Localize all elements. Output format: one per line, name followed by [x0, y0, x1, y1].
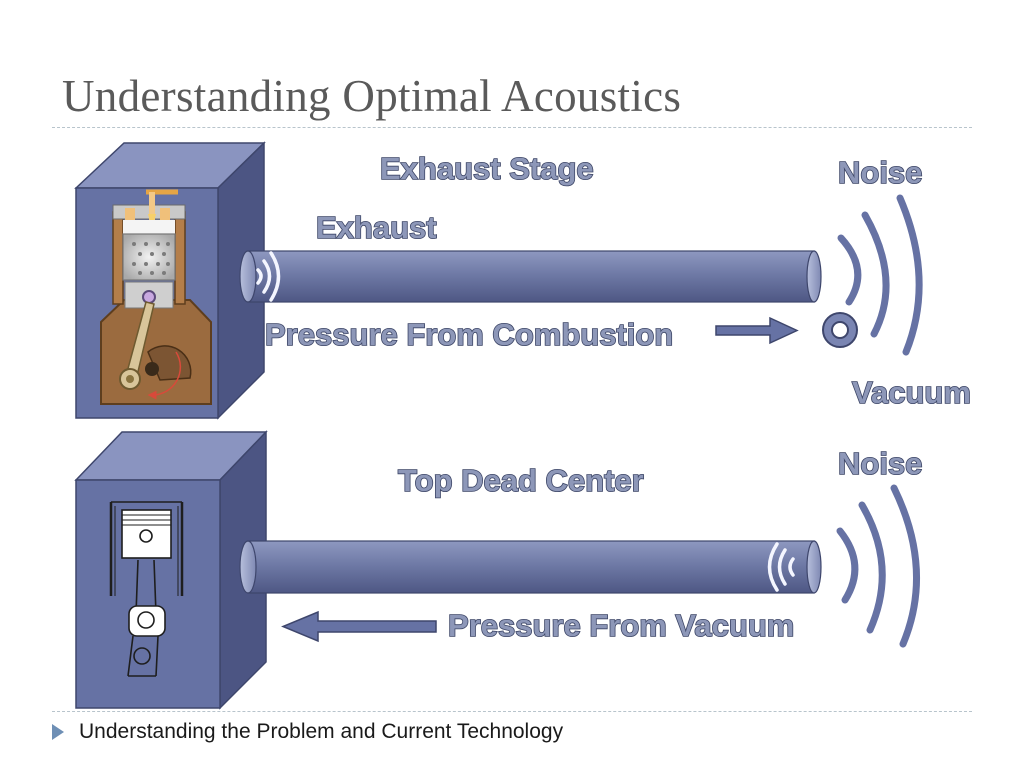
- vacuum-label: Vacuum: [852, 375, 971, 410]
- sound-wave-icon: [836, 484, 920, 648]
- exhaust-stage-label: Exhaust Stage: [380, 151, 594, 186]
- sound-wave-icon: [256, 251, 281, 302]
- bottom-engine-box: [74, 430, 268, 710]
- top-dead-center-label: Top Dead Center: [398, 463, 644, 498]
- vacuum-ring-icon: [822, 312, 858, 348]
- slide-title: Understanding Optimal Acoustics: [62, 71, 682, 121]
- bullet-text: Understanding the Problem and Current Te…: [79, 720, 564, 743]
- pressure-vacuum-label: Pressure From Vacuum: [448, 608, 794, 643]
- title-divider: [52, 127, 972, 128]
- noise-label-top: Noise: [838, 155, 922, 190]
- sound-wave-icon: [837, 194, 923, 356]
- sound-wave-icon: [767, 542, 795, 592]
- engine-cylinder-icon: [100, 189, 212, 405]
- bullet-item: Understanding the Problem and Current Te…: [52, 719, 563, 745]
- bullet-triangle-icon: [52, 724, 64, 740]
- bottom-exhaust-pipe: [239, 540, 822, 594]
- footer-divider: [52, 711, 972, 712]
- arrow-right-icon: [715, 316, 799, 345]
- pressure-combustion-label: Pressure From Combustion: [265, 317, 673, 352]
- arrow-left-icon: [281, 610, 437, 643]
- noise-label-bottom: Noise: [838, 446, 922, 481]
- top-exhaust-pipe: [239, 250, 822, 303]
- exhaust-label: Exhaust: [316, 210, 437, 245]
- piston-icon: [109, 501, 184, 677]
